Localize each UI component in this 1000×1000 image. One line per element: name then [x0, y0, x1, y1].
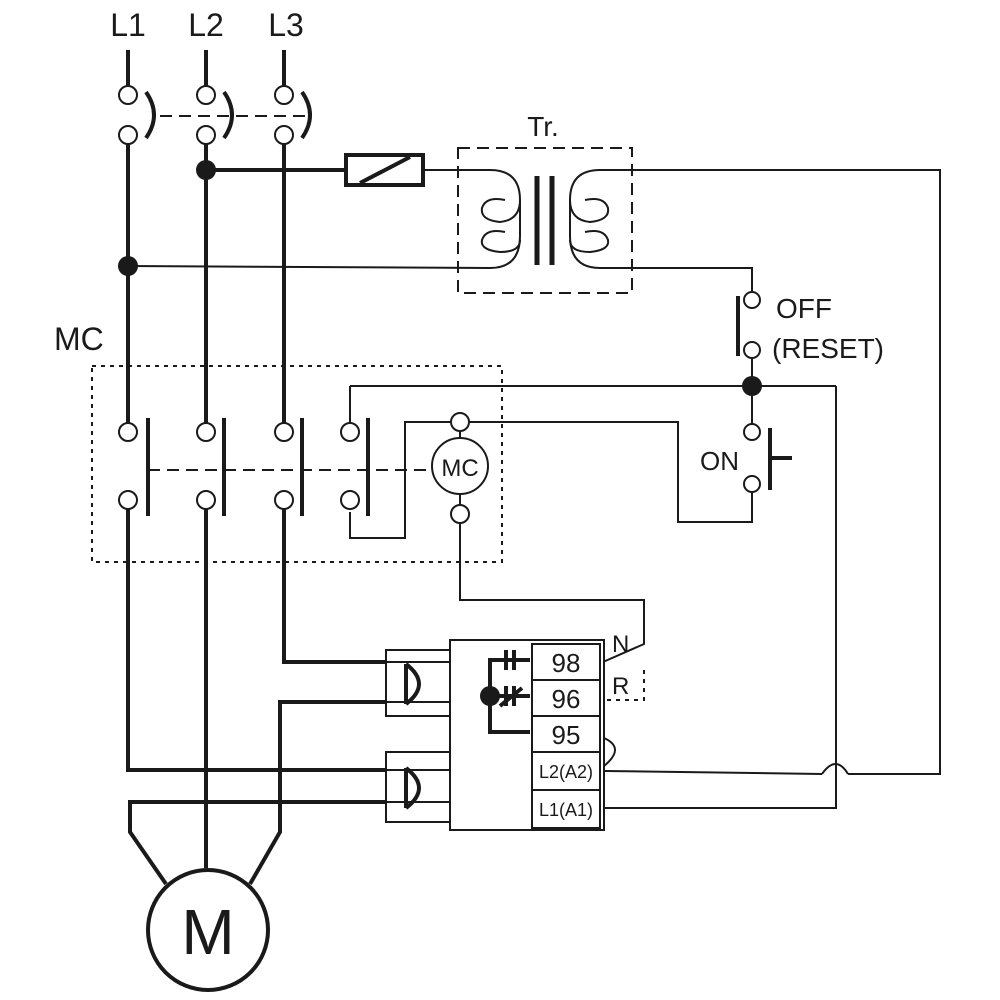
- terminal-98: 98: [552, 648, 581, 678]
- terminal-a1: L1(A1): [539, 800, 593, 820]
- phase-l1-label: L1: [110, 7, 146, 43]
- terminal-a2: L2(A2): [539, 762, 593, 782]
- on-button[interactable]: ON: [700, 423, 792, 493]
- motor-label: M: [181, 896, 234, 968]
- normal-label: N: [612, 631, 629, 658]
- phase-l2-label: L2: [188, 7, 224, 43]
- magnetic-contactor: MC MC: [54, 321, 503, 563]
- contactor-label: MC: [54, 321, 104, 357]
- terminal-96: 96: [552, 684, 581, 714]
- overload-relay: 98 96 95 L2(A2) L1(A1) N R: [385, 631, 629, 831]
- reverse-label: R: [612, 673, 629, 700]
- transformer-label: Tr.: [527, 111, 559, 142]
- phase-conductors: [118, 144, 346, 424]
- coil-label: MC: [441, 455, 478, 482]
- phase-l3-label: L3: [268, 7, 304, 43]
- off-label: OFF: [776, 293, 832, 324]
- on-label: ON: [700, 446, 739, 476]
- control-fuse: [344, 153, 490, 187]
- control-junction: [742, 376, 762, 396]
- motor: M: [146, 868, 270, 992]
- terminal-95: 95: [552, 720, 581, 750]
- control-transformer: Tr.: [457, 111, 633, 294]
- reset-label: (RESET): [772, 333, 884, 364]
- load-conductors: [126, 509, 390, 886]
- off-reset-button[interactable]: OFF (RESET): [736, 291, 884, 364]
- circuit-breaker: [118, 50, 312, 145]
